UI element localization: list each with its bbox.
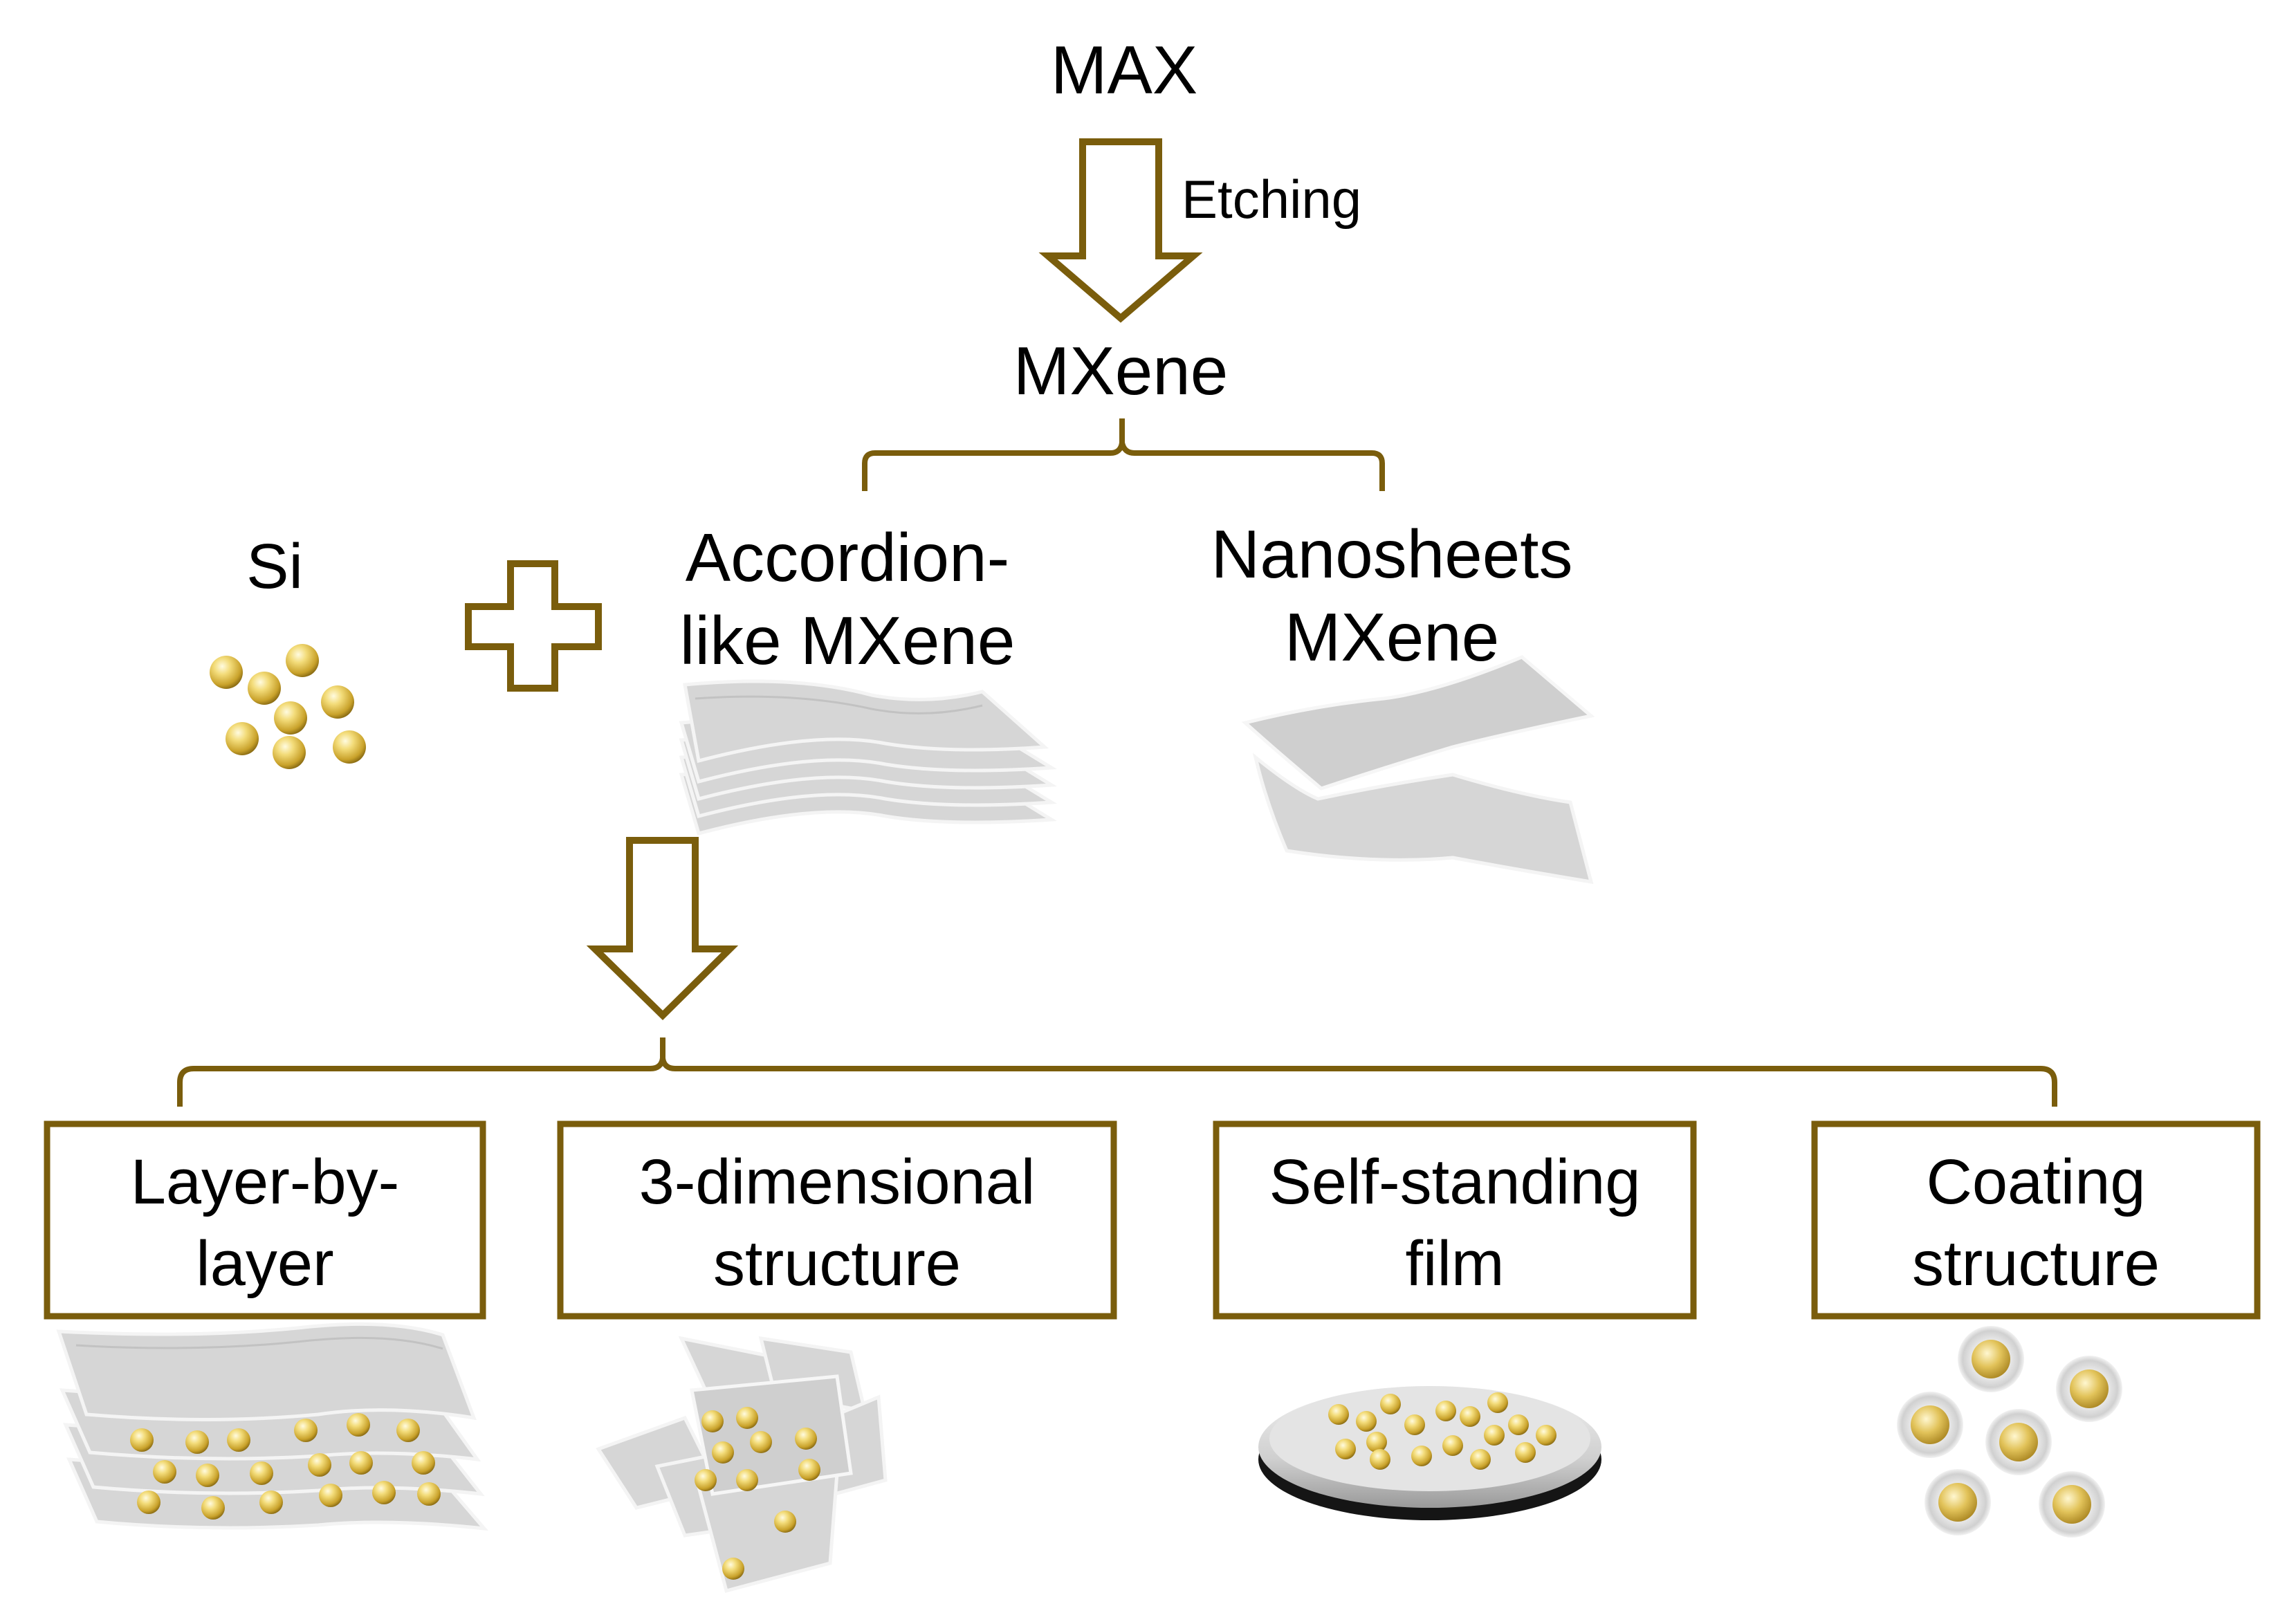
si-particles	[210, 644, 366, 769]
accordion-mxene-label-line1: Accordion-	[686, 519, 1009, 596]
coating-structure-label-line2: structure	[1912, 1228, 2160, 1299]
si-particle	[286, 644, 319, 677]
si-particle	[274, 701, 307, 735]
si-particle	[273, 736, 306, 769]
accordion-mxene-label-line2: like MXene	[680, 602, 1016, 679]
three-dimensional-illustration	[596, 1336, 888, 1594]
nanosheets-mxene-illustration	[1241, 655, 1595, 885]
self-standing-film-box	[1213, 1120, 1697, 1320]
si-particle	[226, 722, 259, 755]
si-particle	[248, 672, 281, 705]
nanosheets-mxene-label-line1: Nanosheets	[1211, 516, 1572, 592]
etching-label: Etching	[1182, 169, 1361, 230]
max-label: MAX	[1051, 32, 1197, 108]
self-standing-film-illustration	[1258, 1386, 1601, 1520]
three-dimensional-label-line2: structure	[713, 1228, 961, 1299]
accordion-mxene-illustration	[679, 679, 1058, 836]
layer-by-layer-box	[44, 1120, 486, 1320]
layer-by-layer-illustration	[56, 1322, 488, 1531]
plus-icon	[465, 560, 602, 692]
three-dimensional-box	[557, 1120, 1117, 1320]
si-particle	[210, 656, 243, 689]
coating-structure-box	[1811, 1120, 2261, 1320]
nanosheets-mxene-label-line2: MXene	[1285, 599, 1500, 675]
structures-bracket	[177, 1037, 2057, 1107]
layer-by-layer-label-line1: Layer-by-	[131, 1147, 400, 1217]
si-label: Si	[246, 531, 303, 602]
coating-structure-label-line1: Coating	[1926, 1147, 2145, 1217]
si-particle	[321, 685, 354, 719]
mxene-bracket	[862, 418, 1385, 491]
three-dimensional-label-line1: 3-dimensional	[639, 1147, 1036, 1217]
assembly-arrow	[586, 837, 739, 1021]
self-standing-film-label-line1: Self-standing	[1269, 1147, 1641, 1217]
etching-arrow	[1038, 138, 1203, 323]
self-standing-film-label-line2: film	[1405, 1228, 1504, 1299]
si-particle	[333, 730, 366, 764]
coating-structure-illustration	[1897, 1326, 2122, 1538]
layer-by-layer-label-line2: layer	[196, 1228, 333, 1299]
mxene-label: MXene	[1013, 333, 1229, 409]
